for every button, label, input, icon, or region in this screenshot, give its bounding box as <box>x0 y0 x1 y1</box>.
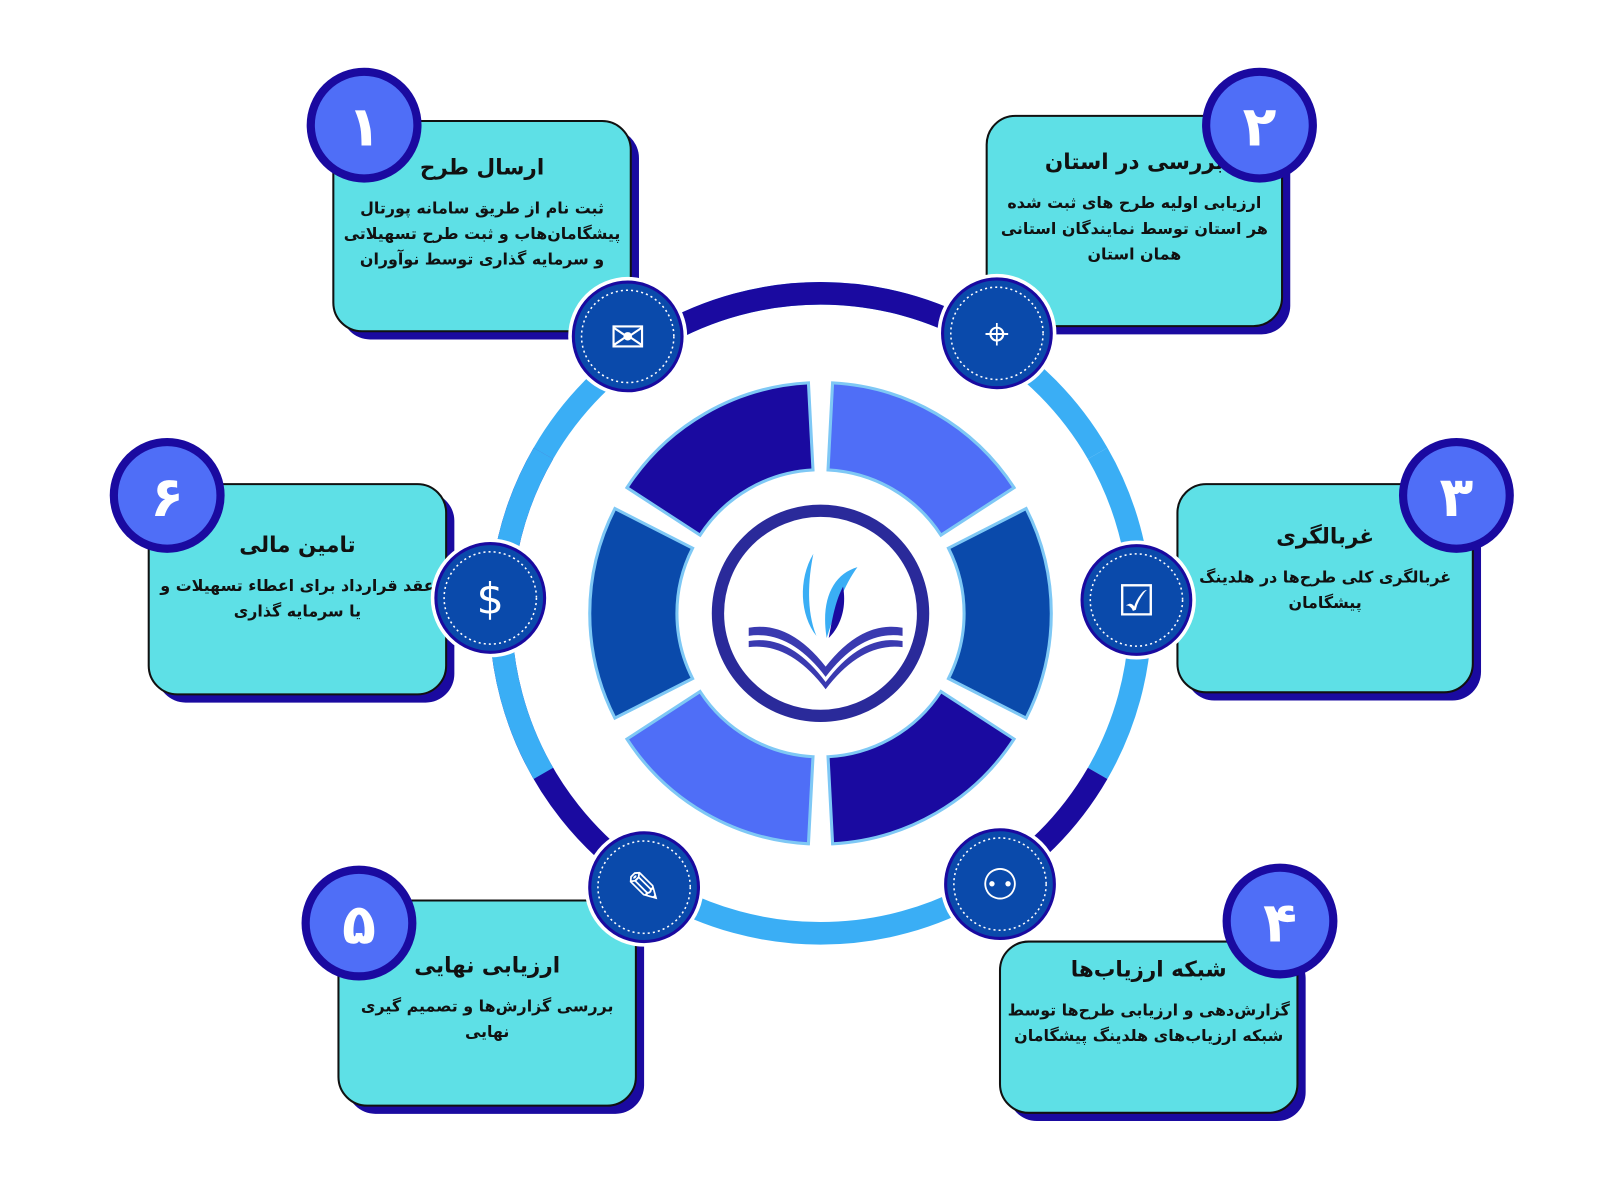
step-description-line: و سرمایه گذاری توسط نوآوران <box>360 249 604 269</box>
step-description-line: پیشگامان <box>1289 593 1362 613</box>
step-number-badge: ۳ <box>1398 437 1514 553</box>
ring-arc <box>654 282 987 346</box>
step-description-line: هر استان توسط نمایندگان استانی <box>1001 219 1268 238</box>
step-number-badge: ۱ <box>306 67 422 183</box>
step-title: غربالگری <box>1276 524 1374 550</box>
checkbox-pen-icon: ✎ <box>584 827 704 947</box>
step-description-line: ثبت نام از طریق سامانه پورتال <box>360 198 604 218</box>
wheel-segment <box>826 689 1017 846</box>
wheel-segment <box>588 506 695 721</box>
step-number-badge: ۶ <box>109 437 225 553</box>
step-number: ۱ <box>347 96 381 160</box>
svg-text:✎: ✎ <box>626 864 662 914</box>
center-logo <box>711 504 930 723</box>
svg-text:⚇: ⚇ <box>981 860 1020 910</box>
step-number: ۳ <box>1440 466 1474 530</box>
step-number: ۶ <box>150 466 184 530</box>
step-card-2: بررسی در استان ارزیابی اولیه طرح های ثبت … <box>985 67 1317 335</box>
step-description-line: ارزیابی اولیه طرح های ثبت شده <box>1007 193 1261 212</box>
ring-arc <box>654 880 987 945</box>
step-number: ۴ <box>1263 892 1297 956</box>
step-card-3: غربالگری غربالگری کلی طرح‌ها در هلدینگ پیش… <box>1176 437 1514 701</box>
step-title: ارزیابی نهایی <box>414 953 560 978</box>
step-description-line: پیشگامان‌هاب و ثبت طرح تسهیلاتی <box>344 224 621 244</box>
step-card-1: ارسال طرح ثبت نام از طریق سامانه پورتال پی… <box>306 67 639 340</box>
center-wheel <box>588 381 1053 846</box>
envelope-document-icon: ✉ <box>568 276 688 396</box>
wheel-segment <box>826 381 1017 538</box>
card-body <box>332 119 632 333</box>
step-description-line: عقد قرارداد برای اعطاء تسهیلات و <box>159 576 434 595</box>
step-description-line: بررسی گزارش‌ها و تصمیم گیری <box>361 996 614 1015</box>
financial-report-icon: $ <box>430 538 550 658</box>
step-description-line: گزارش‌دهی و ارزیابی طرح‌ها توسط <box>1008 1000 1291 1019</box>
wheel-segment <box>624 689 815 846</box>
svg-text:$: $ <box>477 574 504 624</box>
step-title: تامین مالی <box>239 533 355 558</box>
card-body <box>998 940 1299 1114</box>
wheel-segment <box>624 381 815 538</box>
step-number: ۲ <box>1243 96 1277 160</box>
card-body <box>985 114 1284 328</box>
step-description-line: همان استان <box>1087 244 1181 263</box>
step-title: بررسی در استان <box>1045 150 1224 175</box>
step-card-5: ارزیابی نهایی بررسی گزارش‌ها و تصمیم گیری… <box>301 865 645 1114</box>
step-number-badge: ۵ <box>301 865 417 981</box>
svg-text:☑: ☑ <box>1117 576 1156 626</box>
wheel-segment <box>946 506 1053 721</box>
card-body <box>337 899 637 1107</box>
step-number: ۵ <box>342 894 376 958</box>
step-card-4: شبکه ارزیاب‌ها گزارش‌دهی و ارزیابی طرح‌ها… <box>998 863 1338 1122</box>
checklist-magnifier-icon: ☑ <box>1076 540 1196 660</box>
network-people-icon: ⚇ <box>940 824 1060 944</box>
step-title: شبکه ارزیاب‌ها <box>1071 957 1227 982</box>
map-pins-icon: ⌖ <box>937 273 1057 393</box>
step-description-line: نهایی <box>465 1022 509 1041</box>
step-card-6: تامین مالی عقد قرارداد برای اعطاء تسهیلات… <box>109 437 455 703</box>
step-number-badge: ۴ <box>1222 863 1338 979</box>
svg-text:⌖: ⌖ <box>985 310 1009 360</box>
step-description-line: شبکه ارزیاب‌های هلدینگ پیشگامان <box>1014 1026 1283 1046</box>
svg-text:✉: ✉ <box>610 313 646 363</box>
step-description-line: غربالگری کلی طرح‌ها در هلدینگ <box>1199 568 1451 587</box>
step-number-badge: ۲ <box>1202 67 1317 183</box>
step-description-line: یا سرمایه گذاری <box>234 601 361 620</box>
step-title: ارسال طرح <box>420 155 544 180</box>
